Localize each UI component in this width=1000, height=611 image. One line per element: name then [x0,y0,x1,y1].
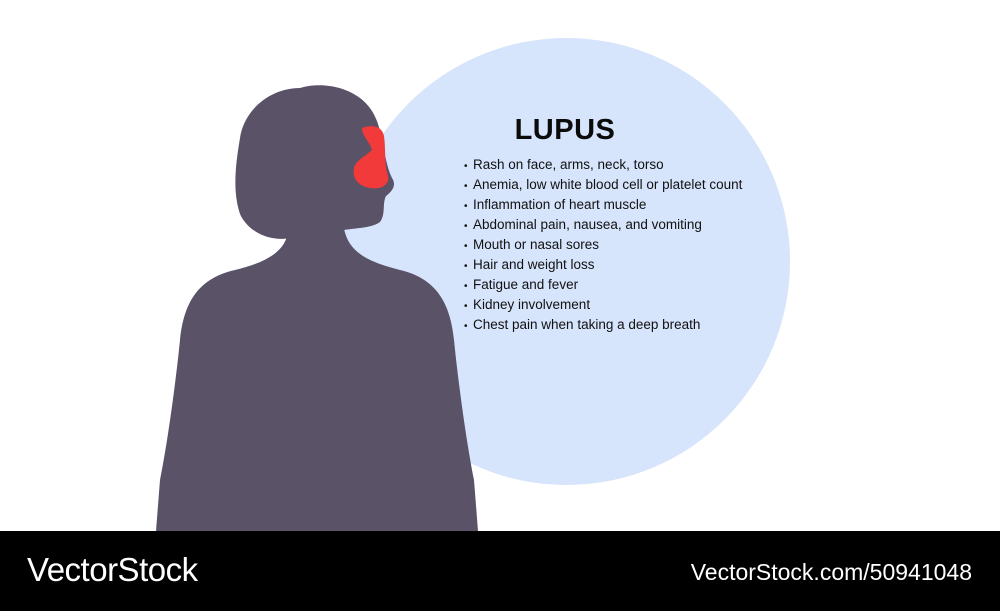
symptom-item: Inflammation of heart muscle [464,195,742,215]
symptom-list: Rash on face, arms, neck, torso Anemia, … [464,155,742,335]
symptom-item: Rash on face, arms, neck, torso [464,155,742,175]
symptom-item: Kidney involvement [464,295,742,315]
image-id-text: VectorStock.com/50941048 [690,559,972,585]
symptom-item: Hair and weight loss [464,255,742,275]
symptom-item: Abdominal pain, nausea, and vomiting [464,215,742,235]
illustration-area: LUPUS Rash on face, arms, neck, torso An… [0,0,1000,531]
torso-silhouette [156,228,478,531]
symptom-item: Anemia, low white blood cell or platelet… [464,175,742,195]
woman-silhouette-icon [156,85,478,531]
head-silhouette [235,85,394,251]
symptom-item: Chest pain when taking a deep breath [464,315,742,335]
facial-rash [353,126,389,189]
watermark-footer: VectorStock VectorStock.com/50941048 [0,531,1000,611]
symptom-item: Mouth or nasal sores [464,235,742,255]
diagram-title: LUPUS [514,114,616,146]
brand-logo: VectorStock [27,551,198,588]
symptom-item: Fatigue and fever [464,275,742,295]
